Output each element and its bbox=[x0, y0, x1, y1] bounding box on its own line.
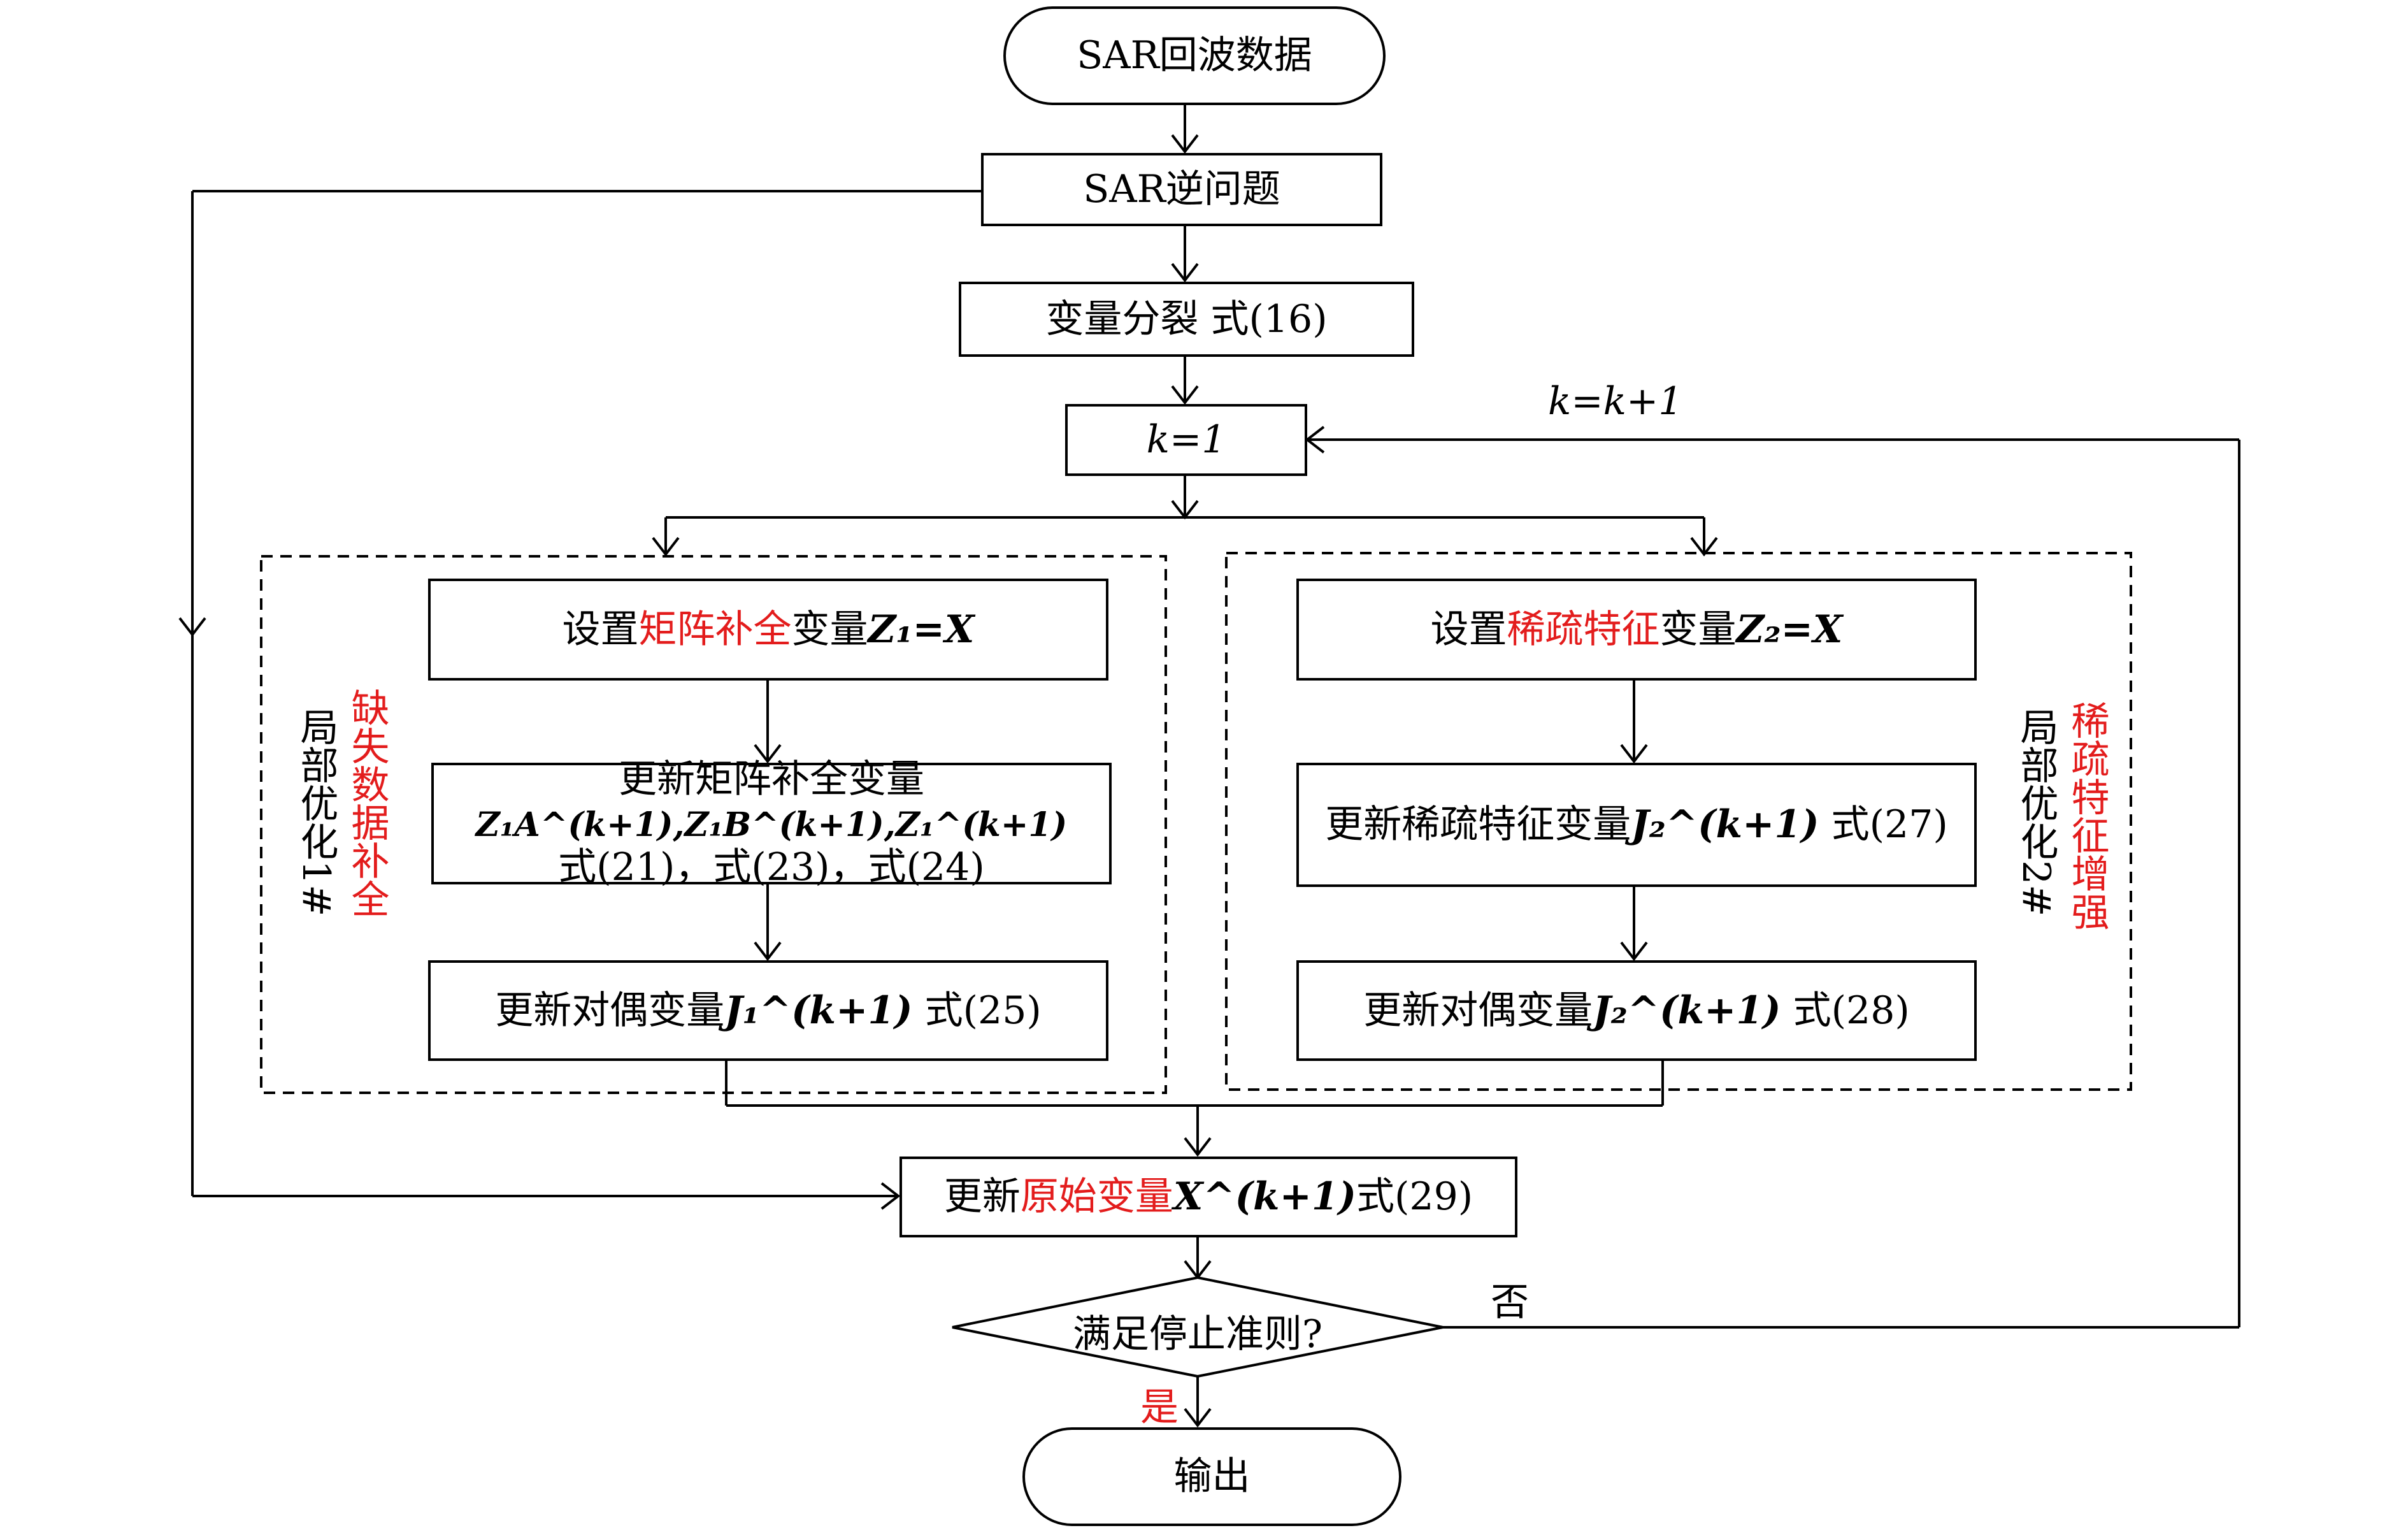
start-node: SAR回波数据 bbox=[1003, 6, 1386, 105]
split-node: 变量分裂 式(16) bbox=[959, 282, 1414, 357]
right-update1-prefix: 更新稀疏特征变量 bbox=[1325, 802, 1631, 847]
decision-label: 满足停止准则? bbox=[1072, 1312, 1323, 1357]
left-update2-node: 更新对偶变量J₁^(k+1) 式(25) bbox=[428, 960, 1108, 1061]
update-x-node: 更新原始变量X^(k+1)式(29) bbox=[899, 1157, 1517, 1237]
right-label-red: 稀疏特征增强 bbox=[2065, 701, 2109, 930]
init-k-label: k=1 bbox=[1146, 417, 1226, 462]
left-label-red: 缺失数据补全 bbox=[345, 688, 389, 918]
right-set-prefix: 设置 bbox=[1430, 607, 1507, 652]
output-node: 输出 bbox=[1022, 1427, 1401, 1526]
inverse-node: SAR逆问题 bbox=[981, 153, 1382, 226]
left-update1-line1: 更新矩阵补全变量 bbox=[619, 757, 924, 802]
right-label-black: 局部优化2# bbox=[2014, 707, 2058, 917]
inverse-label: SAR逆问题 bbox=[1083, 167, 1280, 212]
left-group-label: 局部优化1# bbox=[293, 707, 339, 975]
left-update1-node: 更新矩阵补全变量Z₁A^(k+1),Z₁B^(k+1),Z₁^(k+1) 式(2… bbox=[431, 758, 1112, 890]
right-update2-ref: 式(28) bbox=[1793, 988, 1910, 1033]
left-set-eq: Z₁=X bbox=[868, 607, 975, 652]
right-set-eq: Z₂=X bbox=[1736, 607, 1843, 652]
left-set-node: 设置矩阵补全变量Z₁=X bbox=[428, 579, 1108, 681]
split-label: 变量分裂 式(16) bbox=[1045, 296, 1328, 342]
right-update2-prefix: 更新对偶变量 bbox=[1363, 988, 1593, 1033]
left-update1-vars: Z₁A^(k+1),Z₁B^(k+1),Z₁^(k+1) bbox=[475, 805, 1068, 844]
update-x-ref: 式(29) bbox=[1356, 1174, 1473, 1219]
update-x-prefix: 更新 bbox=[943, 1174, 1021, 1219]
init-k-node: k=1 bbox=[1065, 404, 1307, 476]
right-set-suffix: 变量 bbox=[1659, 607, 1737, 652]
right-update1-ref: 式(27) bbox=[1831, 802, 1948, 847]
right-group-label: 局部优化2# bbox=[2013, 707, 2059, 975]
left-update2-prefix: 更新对偶变量 bbox=[495, 988, 725, 1033]
right-update1-var: J₂^(k+1) bbox=[1631, 802, 1819, 847]
update-x-red: 原始变量 bbox=[1020, 1174, 1173, 1219]
right-set-node: 设置稀疏特征变量Z₂=X bbox=[1296, 579, 1977, 681]
left-group-label-red: 缺失数据补全 bbox=[344, 688, 390, 994]
right-group-box bbox=[1225, 552, 2132, 1091]
output-label: 输出 bbox=[1173, 1454, 1251, 1499]
update-x-var: X^(k+1) bbox=[1173, 1174, 1357, 1219]
decision-diamond bbox=[952, 1276, 1444, 1378]
loop-label: k=k+1 bbox=[1548, 379, 1683, 424]
right-set-red: 稀疏特征 bbox=[1507, 607, 1660, 652]
right-update1-node: 更新稀疏特征变量J₂^(k+1) 式(27) bbox=[1296, 763, 1977, 887]
left-set-red: 矩阵补全 bbox=[638, 607, 792, 652]
right-group-label-red: 稀疏特征增强 bbox=[2064, 701, 2110, 1007]
right-update2-var: J₂^(k+1) bbox=[1593, 988, 1781, 1033]
no-label: 否 bbox=[1491, 1280, 1529, 1325]
right-update2-node: 更新对偶变量J₂^(k+1) 式(28) bbox=[1296, 960, 1977, 1061]
left-set-prefix: 设置 bbox=[562, 607, 639, 652]
left-set-suffix: 变量 bbox=[791, 607, 868, 652]
left-label-black: 局部优化1# bbox=[294, 707, 338, 917]
left-update2-ref: 式(25) bbox=[924, 988, 1042, 1033]
yes-label: 是 bbox=[1140, 1385, 1179, 1430]
left-group-box bbox=[260, 555, 1167, 1094]
left-update2-var: J₁^(k+1) bbox=[724, 988, 913, 1033]
start-label: SAR回波数据 bbox=[1077, 33, 1312, 78]
left-update1-line2: 式(21)，式(23)，式(24) bbox=[558, 845, 985, 890]
